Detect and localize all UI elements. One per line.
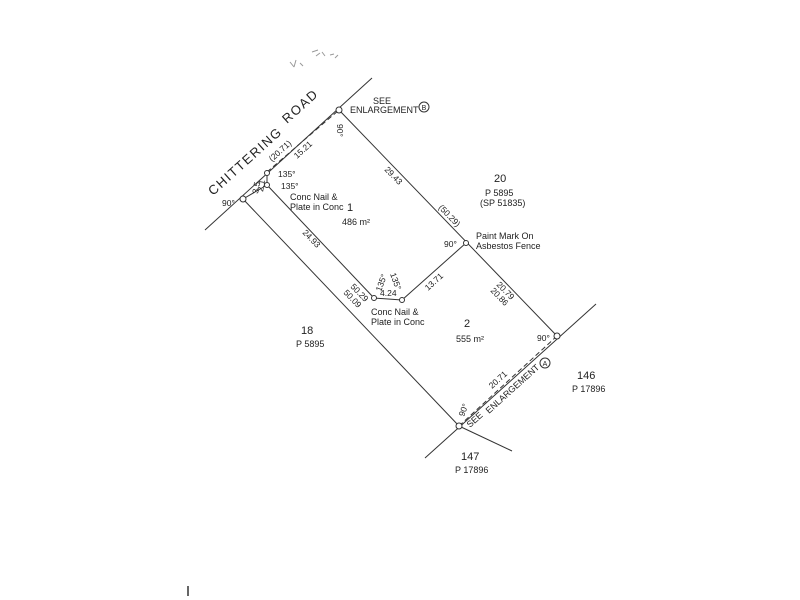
angle-ne: 90° xyxy=(335,124,345,137)
rear-extension-line xyxy=(458,425,513,452)
rear-dashed-line xyxy=(458,335,558,427)
angle-top-1: 135° xyxy=(278,169,296,179)
mark-step-2 xyxy=(399,297,405,303)
note-nail-mid-line2: Plate in Conc xyxy=(371,317,425,327)
parcel-20-number: 20 xyxy=(494,173,506,185)
note-nail-mid-line1: Conc Nail & xyxy=(371,307,419,317)
parcel-18-plan: P 5895 xyxy=(296,339,324,349)
dim-east-upper: 29.43 xyxy=(383,164,405,186)
enlargement-a-marker: A xyxy=(543,361,548,368)
angle-fence: 90° xyxy=(444,239,457,249)
dim-frontage-part: 15.21 xyxy=(292,139,315,161)
parcel-147-number: 147 xyxy=(461,451,479,463)
enlargement-b-see: SEE xyxy=(373,96,391,106)
parcel-146-plan: P 17896 xyxy=(572,384,605,394)
mark-step-1 xyxy=(371,295,377,301)
angle-se: 90° xyxy=(537,333,550,343)
step-line xyxy=(373,297,403,301)
enlargement-b-circle xyxy=(418,101,430,113)
enlargement-b-label: ENLARGEMENT xyxy=(350,105,419,115)
note-nail-top-line2: Plate in Conc xyxy=(290,202,344,212)
dim-lot1-west: 24.93 xyxy=(301,227,323,249)
inner-boundary-line xyxy=(401,242,467,301)
road-name-word2: ROAD xyxy=(279,86,321,126)
mark-se xyxy=(553,332,561,340)
mark-ne xyxy=(335,106,343,114)
dim-front-small-1: 2.1 xyxy=(255,179,267,193)
rear-road-line xyxy=(424,303,597,459)
parcel-20-sp: (SP 51835) xyxy=(480,198,525,208)
parcel-146-number: 146 xyxy=(577,370,595,382)
scan-marks xyxy=(289,49,339,68)
lot-2-area: 555 m² xyxy=(456,334,484,344)
lot-2-number: 2 xyxy=(464,318,470,330)
west-boundary-line xyxy=(242,198,460,427)
dim-step: 4.24 xyxy=(380,288,397,298)
angle-top-2: 135° xyxy=(281,181,299,191)
angle-sw: 90° xyxy=(456,402,470,418)
lot-1-number: 1 xyxy=(347,202,353,214)
parcel-147-plan: P 17896 xyxy=(455,465,488,475)
mark-nw xyxy=(239,195,247,203)
front-segment-line xyxy=(242,184,268,200)
mark-nail-top-2 xyxy=(264,182,270,188)
enlargement-a-see: SEE xyxy=(465,410,485,429)
angle-nw: 90° xyxy=(222,198,235,208)
parcel-18-number: 18 xyxy=(301,325,313,337)
enlargement-b-marker: B xyxy=(422,105,427,112)
note-paint-line1: Paint Mark On xyxy=(476,231,534,241)
enlargement-a-circle xyxy=(539,357,551,369)
lot1-west-line xyxy=(266,184,375,299)
parcel-20-plan: P 5895 xyxy=(485,188,513,198)
east-boundary-line xyxy=(338,109,558,337)
lot-1-area: 486 m² xyxy=(342,217,370,227)
mark-nail-top xyxy=(264,170,270,176)
note-nail-top-line1: Conc Nail & xyxy=(290,192,338,202)
survey-mark-points xyxy=(239,106,561,430)
mark-fence xyxy=(463,240,469,246)
mark-sw xyxy=(455,422,463,430)
dim-inner: 13.71 xyxy=(423,271,446,293)
dim-front-small-2: 3.5 xyxy=(250,181,262,195)
note-paint-line2: Asbestos Fence xyxy=(476,241,541,251)
